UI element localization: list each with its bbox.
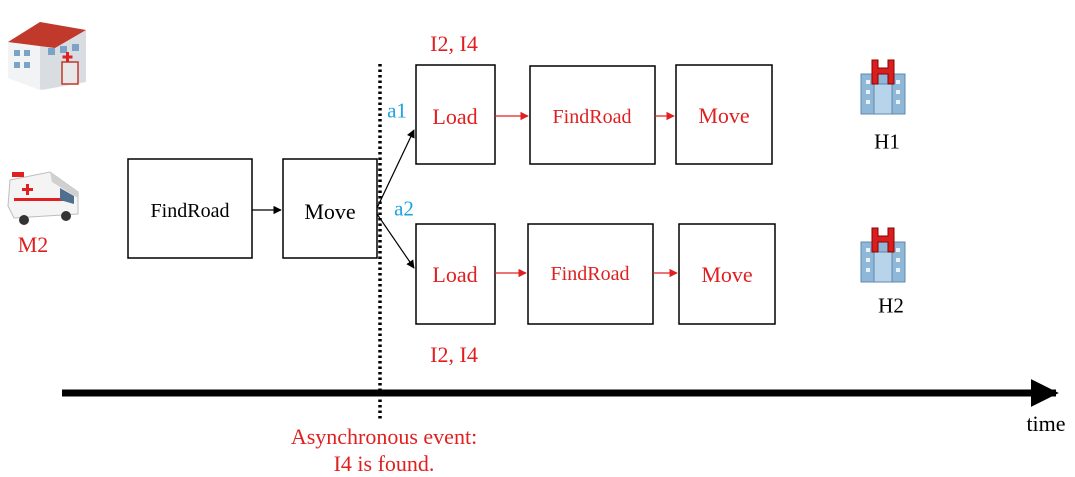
branch-a1-label: a1 (387, 98, 407, 123)
hospital-h2-label: H2 (878, 293, 904, 318)
branch-a1-arrow (376, 129, 415, 209)
branch1-findroad-label: FindRoad (552, 106, 632, 128)
hospital-h-icon (860, 59, 906, 115)
ambulance-icon (7, 171, 79, 225)
branch2-load-box (415, 223, 496, 325)
ambulance-label: M2 (17, 232, 49, 257)
branch2-move-label: Move (701, 262, 753, 287)
branch2-findroad-box (527, 223, 654, 325)
branch2-info-label: I2, I4 (430, 342, 478, 367)
branch1-move-box (675, 64, 773, 165)
hospital-building-icon (8, 22, 86, 90)
hospital-h1-label: H1 (874, 129, 900, 154)
hospital-h-icon (860, 227, 906, 283)
move-label: Move (304, 199, 356, 224)
branch1-move-label: Move (698, 103, 750, 128)
findroad-label: FindRoad (150, 200, 230, 222)
branch1-load-label: Load (432, 104, 478, 129)
branch1-findroad-box (529, 65, 656, 165)
event-text-line1: Asynchronous event: (290, 424, 478, 449)
time-axis-label: time (1026, 411, 1066, 436)
findroad-box (127, 158, 253, 259)
branch1-load-box (415, 64, 496, 165)
branch2-move-box (678, 223, 776, 325)
branch1-info-label: I2, I4 (430, 31, 478, 56)
branch-a2-label: a2 (394, 196, 414, 221)
branch2-findroad-label: FindRoad (550, 263, 630, 285)
branch2-load-label: Load (432, 262, 478, 287)
branch-a2-arrow (376, 213, 415, 269)
event-text-line2: I4 is found. (333, 451, 435, 476)
move-box (282, 158, 378, 259)
